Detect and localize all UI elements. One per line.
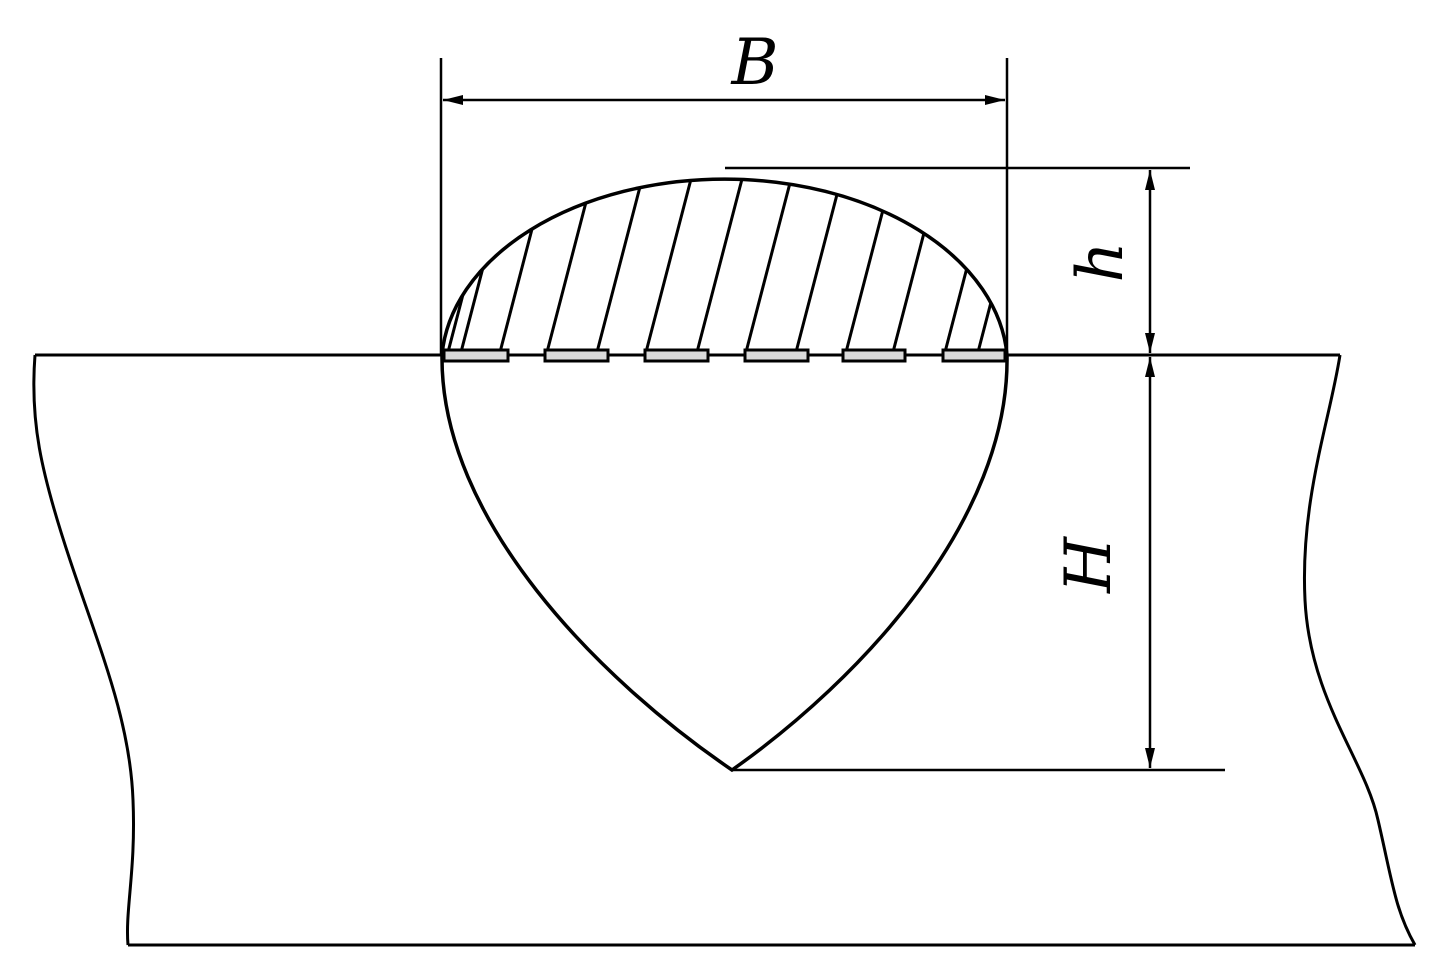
base-plate	[32, 353, 1417, 947]
hatch-line	[890, 179, 946, 355]
hatch-line	[743, 179, 799, 355]
interface-strip	[442, 348, 510, 363]
reinforcement-outline	[440, 177, 1009, 356]
label-penetration-depth: H	[1052, 536, 1126, 594]
dimension-penetration-depth	[732, 357, 1225, 772]
dimension-width	[439, 58, 1009, 355]
interface-strip	[841, 348, 907, 363]
reinforcement-hatching	[445, 179, 1007, 355]
plate-left-break-edge	[32, 354, 135, 946]
hatch-line	[643, 179, 699, 355]
interface-strips	[442, 348, 1007, 363]
penetration-outline	[440, 354, 1009, 773]
hatch-line	[694, 179, 750, 355]
hatch-line	[497, 179, 553, 355]
interface-strip	[743, 348, 810, 363]
interface-strip	[643, 348, 710, 363]
label-width: B	[730, 26, 778, 100]
hatch-line	[445, 179, 501, 355]
interface-strip	[543, 348, 610, 363]
label-reinforcement-height: h	[1064, 241, 1138, 282]
hatch-line	[975, 179, 1007, 355]
hatch-line	[544, 179, 600, 355]
interface-strip	[941, 348, 1007, 363]
plate-right-break-edge	[1302, 354, 1417, 946]
dimension-reinforcement-height	[725, 166, 1190, 353]
hatch-line	[458, 179, 514, 355]
hatch-line	[843, 179, 899, 355]
